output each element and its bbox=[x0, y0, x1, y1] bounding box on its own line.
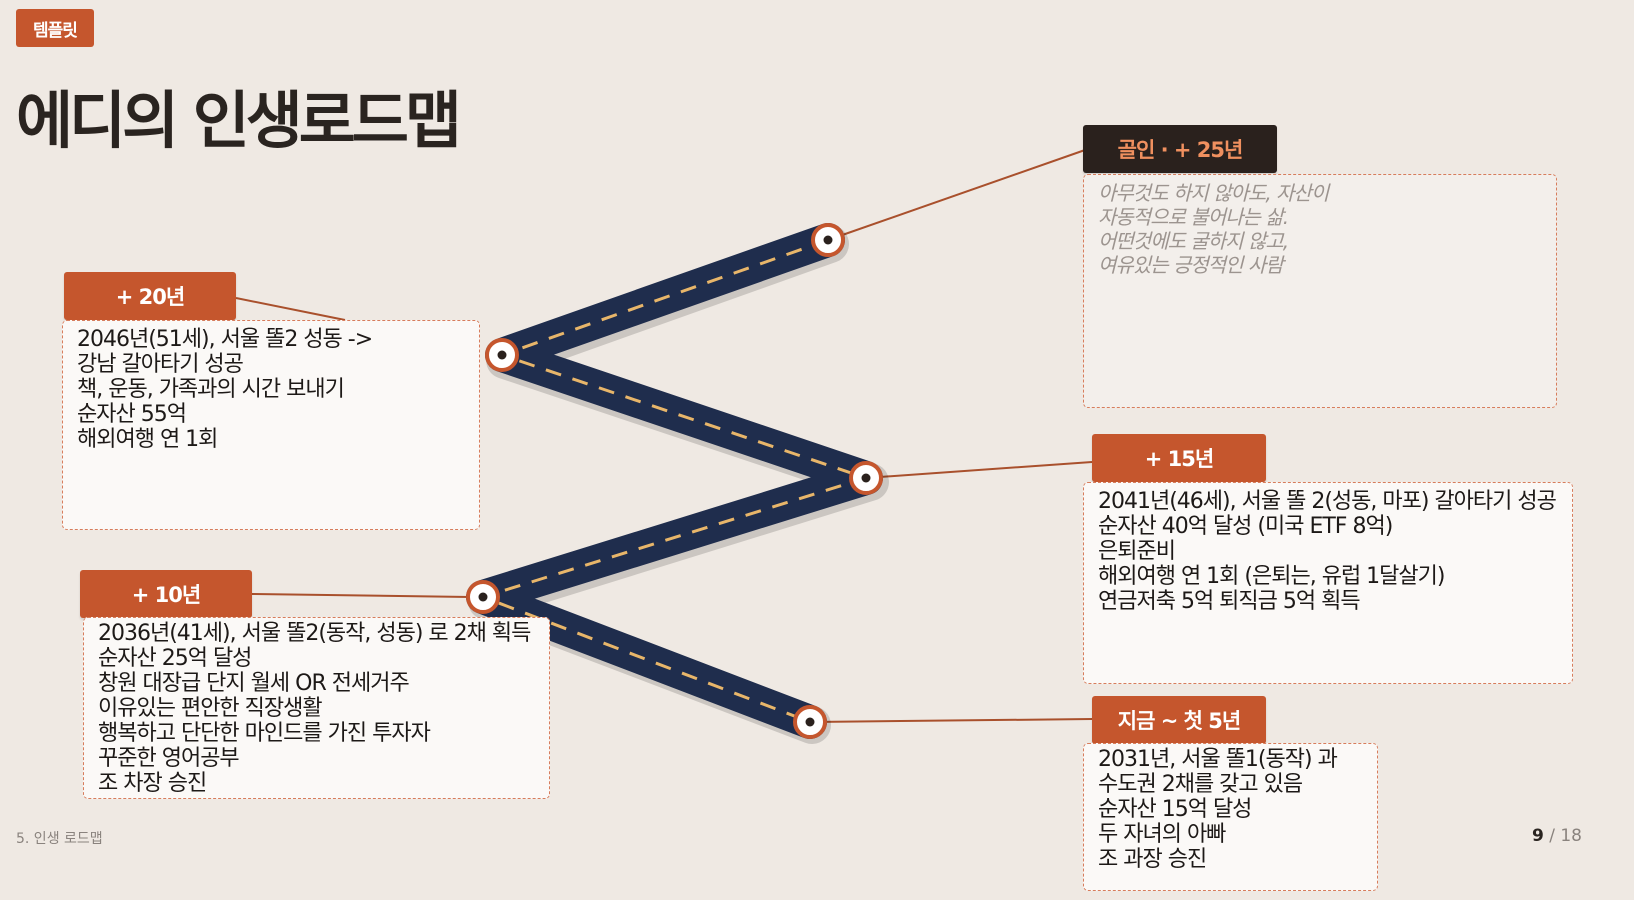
milestone-marker-now bbox=[793, 705, 827, 739]
page-title: 에디의 인생로드맵 bbox=[16, 84, 462, 157]
milestone-marker-10 bbox=[466, 580, 500, 614]
card-line: 꾸준한 영어공부 bbox=[98, 746, 240, 771]
milestone-marker-goal bbox=[811, 223, 845, 257]
milestone-card-20: 2046년(51세), 서울 똘2 성동 -> 강남 갈아타기 성공 책, 운동… bbox=[62, 320, 480, 530]
section-label: 5. 인생 로드맵 bbox=[16, 831, 103, 847]
milestone-label-10: + 10년 bbox=[80, 570, 252, 618]
card-line: 조 과장 승진 bbox=[1098, 847, 1207, 872]
card-line: 2036년(41세), 서울 똘2(동작, 성동) 로 2채 획득 bbox=[98, 621, 531, 646]
milestone-label-20: + 20년 bbox=[64, 272, 236, 320]
card-line: 행복하고 단단한 마인드를 가진 투자자 bbox=[98, 721, 431, 746]
card-line: 자동적으로 불어나는 삶. bbox=[1098, 205, 1289, 229]
page-total: 18 bbox=[1560, 826, 1582, 846]
milestone-card-now: 2031년, 서울 똘1(동작) 과 수도권 2채를 갖고 있음 순자산 15억… bbox=[1083, 743, 1378, 891]
milestone-label-now: 지금 ~ 첫 5년 bbox=[1092, 696, 1266, 744]
card-line: 순자산 15억 달성 bbox=[1098, 797, 1252, 822]
card-line: 여유있는 긍정적인 사람 bbox=[1098, 253, 1284, 277]
milestone-marker-20 bbox=[485, 338, 519, 372]
card-line: 순자산 25억 달성 bbox=[98, 646, 252, 671]
card-line: 아무것도 하지 않아도, 자산이 bbox=[1098, 181, 1329, 205]
card-line: 2031년, 서울 똘1(동작) 과 bbox=[1098, 747, 1338, 772]
page-current: 9 bbox=[1531, 826, 1544, 846]
card-line: 은퇴준비 bbox=[1098, 539, 1176, 564]
card-line: 해외여행 연 1회 bbox=[77, 427, 218, 452]
milestone-card-10: 2036년(41세), 서울 똘2(동작, 성동) 로 2채 획득 순자산 25… bbox=[83, 617, 550, 799]
page-indicator: 9 / 18 bbox=[1532, 826, 1582, 846]
milestone-label-goal: 골인 · + 25년 bbox=[1083, 125, 1277, 173]
card-line: 순자산 40억 달성 (미국 ETF 8억) bbox=[1098, 514, 1393, 539]
card-line: 책, 운동, 가족과의 시간 보내기 bbox=[77, 377, 345, 402]
milestone-label-15: + 15년 bbox=[1092, 434, 1266, 482]
milestone-card-15: 2041년(46세), 서울 똘 2(성동, 마포) 갈아타기 성공 순자산 4… bbox=[1083, 482, 1573, 684]
milestone-card-goal: 아무것도 하지 않아도, 자산이 자동적으로 불어나는 삶. 어떤것에도 굴하지… bbox=[1083, 174, 1557, 408]
card-line: 조 차장 승진 bbox=[98, 771, 207, 796]
milestone-marker-15 bbox=[849, 461, 883, 495]
card-line: 해외여행 연 1회 (은퇴는, 유럽 1달살기) bbox=[1098, 564, 1445, 589]
card-line: 2046년(51세), 서울 똘2 성동 -> bbox=[77, 327, 373, 352]
card-line: 순자산 55억 bbox=[77, 402, 187, 427]
card-line: 창원 대장급 단지 월세 OR 전세거주 bbox=[98, 671, 410, 696]
template-badge: 템플릿 bbox=[16, 9, 94, 47]
card-line: 2041년(46세), 서울 똘 2(성동, 마포) 갈아타기 성공 bbox=[1098, 489, 1557, 514]
card-line: 두 자녀의 아빠 bbox=[1098, 822, 1226, 847]
card-line: 수도권 2채를 갖고 있음 bbox=[1098, 772, 1303, 797]
card-line: 강남 갈아타기 성공 bbox=[77, 352, 244, 377]
card-line: 어떤것에도 굴하지 않고, bbox=[1098, 229, 1289, 253]
card-line: 연금저축 5억 퇴직금 5억 획득 bbox=[1098, 589, 1361, 614]
page-separator: / bbox=[1549, 826, 1555, 846]
card-line: 이유있는 편안한 직장생활 bbox=[98, 696, 323, 721]
